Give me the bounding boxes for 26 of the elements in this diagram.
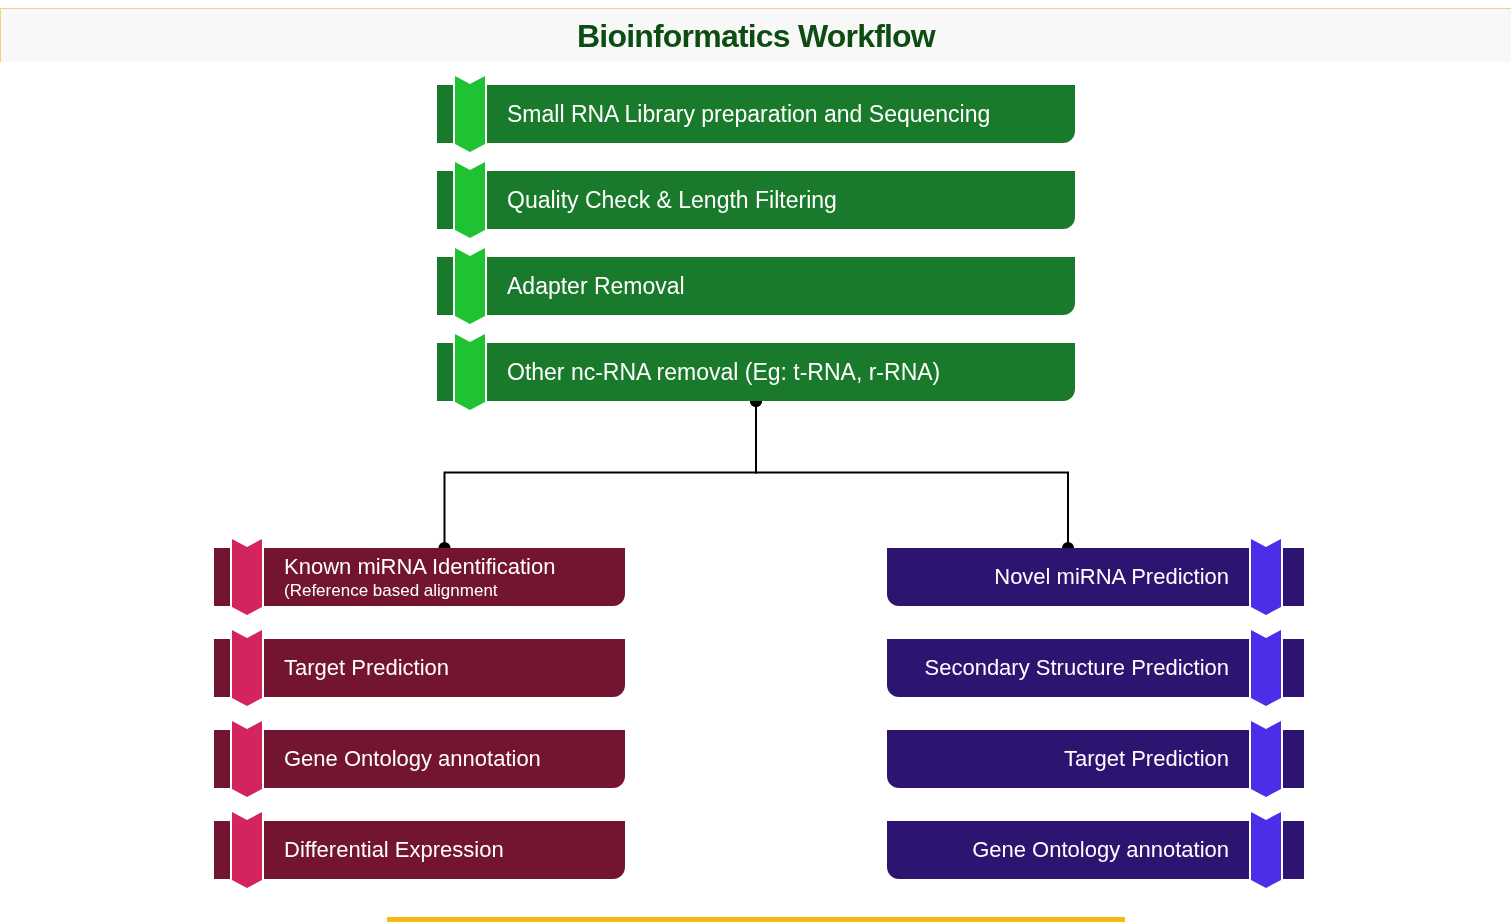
step-label: Novel miRNA Prediction	[994, 563, 1229, 591]
process-box	[264, 548, 625, 606]
process-box	[487, 343, 1075, 401]
step-label: Differential Expression	[284, 836, 504, 864]
step-label: Other nc-RNA removal (Eg: t-RNA, r-RNA)	[507, 357, 941, 387]
process-box	[887, 639, 1249, 697]
step-label: Quality Check & Length Filtering	[507, 185, 837, 215]
process-box	[887, 821, 1249, 879]
step-label: Small RNA Library preparation and Sequencing	[507, 99, 991, 129]
process-box	[264, 639, 625, 697]
step-label: Target Prediction	[1063, 745, 1229, 773]
step-label: Gene Ontology annotation	[284, 745, 541, 773]
step-label: Adapter Removal	[507, 271, 685, 301]
process-box	[487, 171, 1075, 229]
step-label: Secondary Structure Prediction	[924, 654, 1229, 682]
title: Bioinformatics Workflow	[577, 16, 935, 56]
step-note: (Reference based alignment	[284, 580, 498, 602]
step-label: Target Prediction	[284, 654, 450, 682]
step-label: Known miRNA Identification	[284, 552, 556, 581]
process-box	[487, 257, 1075, 315]
step-label: Gene Ontology annotation	[972, 836, 1229, 864]
process-box	[887, 730, 1249, 788]
process-box	[264, 730, 625, 788]
process-box	[887, 548, 1249, 606]
process-box	[264, 821, 625, 879]
process-box	[487, 85, 1075, 143]
